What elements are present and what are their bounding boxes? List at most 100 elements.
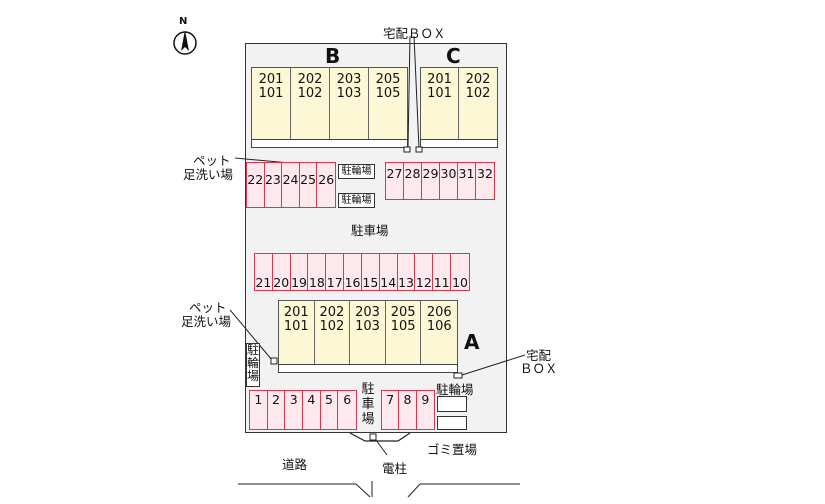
bike-parking-label-right: 駐輪場 <box>436 382 474 397</box>
pet-wash-label-mid-2: 足洗い場 <box>181 314 232 329</box>
parking-space: 16 <box>344 254 362 290</box>
bike-vertical-char-3: 場 <box>247 369 260 383</box>
unit-upper-number: 205 <box>375 72 401 87</box>
parking-space: 21 <box>255 254 273 290</box>
parking-space: 24 <box>282 163 300 207</box>
parking-space: 29 <box>422 163 440 199</box>
parking-space: 32 <box>477 166 493 181</box>
compass-north-label: N <box>179 16 188 27</box>
unit-lower-number: 101 <box>427 86 452 101</box>
bike-parking-tag-2: 駐輪場 <box>338 193 375 208</box>
parking-space: 20 <box>273 254 291 290</box>
delivery-box-label-top: 宅配ＢＯＸ <box>383 26 446 41</box>
parking-space: 3 <box>285 391 304 429</box>
parking-row-1-6: 1 2 3 4 5 6 <box>249 390 357 430</box>
parking-space: 25 <box>300 163 318 207</box>
unit-upper-number: 201 <box>283 305 309 320</box>
unit-lower-number: 102 <box>319 319 345 334</box>
parking-space: 13 <box>398 254 416 290</box>
bike-parking-tag-1: 駐輪場 <box>338 164 375 179</box>
bike-parking-left: 駐 輪 場 <box>246 343 260 387</box>
delivery-box-right-leader <box>453 354 526 379</box>
unit-upper-number: 202 <box>319 305 345 320</box>
parking-space: 31 <box>458 163 476 199</box>
building-label-c: C <box>446 44 461 68</box>
parking-space: 1 <box>250 391 268 429</box>
parking-row-21-10: 21 20 19 18 17 16 15 14 13 12 11 10 <box>254 253 470 291</box>
parking-row-27-32: 27 28 29 30 31 32 <box>385 162 495 200</box>
parking-space: 7 <box>382 391 400 429</box>
parking-space: 26 <box>318 172 335 187</box>
parking-vertical-char-1: 駐 <box>361 382 375 397</box>
pet-wash-label-mid-1: ペット <box>189 300 227 315</box>
parking-space: 22 <box>247 163 265 207</box>
unit-upper-number: 206 <box>426 305 452 320</box>
building-label-b: B <box>325 44 341 68</box>
garbage-box <box>437 416 467 430</box>
parking-space: 17 <box>326 254 345 290</box>
parking-space: 12 <box>415 254 434 290</box>
pet-wash-label-top-1: ペット <box>193 153 231 168</box>
parking-space: 11 <box>433 254 452 290</box>
parking-space: 30 <box>440 163 458 199</box>
parking-space: 14 <box>380 254 398 290</box>
parking-space: 15 <box>362 254 380 290</box>
bike-parking-box-right <box>437 396 467 412</box>
parking-row-22-26: 22 23 24 25 26 <box>246 162 336 208</box>
unit-lower-number: 101 <box>258 86 284 101</box>
unit-lower-number: 103 <box>336 86 362 101</box>
parking-space: 9 <box>421 392 430 407</box>
building-a-steps <box>278 364 458 373</box>
building-c-steps <box>420 139 498 148</box>
parking-space: 27 <box>386 163 404 199</box>
parking-vertical-label: 駐 車 場 <box>360 382 376 427</box>
unit-upper-number: 205 <box>390 305 416 320</box>
parking-space: 10 <box>452 275 468 290</box>
unit-lower-number: 105 <box>390 319 416 334</box>
unit-upper-number: 201 <box>258 72 284 87</box>
garbage-label: ゴミ置場 <box>427 442 478 457</box>
parking-space: 19 <box>291 254 309 290</box>
bike-vertical-char-2: 輪 <box>247 356 260 370</box>
delivery-box-leader-line <box>403 36 423 153</box>
parking-area-label: 駐車場 <box>351 223 389 238</box>
pet-wash-label-top-2: 足洗い場 <box>183 167 234 182</box>
unit-upper-number: 202 <box>465 72 491 87</box>
utility-pole-label: 電柱 <box>382 461 408 476</box>
building-b-steps <box>251 139 408 148</box>
parking-space: 23 <box>265 163 283 207</box>
parking-space: 2 <box>268 391 286 429</box>
unit-upper-number: 202 <box>297 72 323 87</box>
unit-upper-number: 203 <box>336 72 362 87</box>
unit-lower-number: 102 <box>297 86 323 101</box>
parking-space: 4 <box>303 391 321 429</box>
unit-upper-number: 201 <box>427 72 452 87</box>
entrance-and-road-lines <box>238 432 520 498</box>
unit-upper-number: 203 <box>355 305 380 320</box>
bike-vertical-char-1: 駐 <box>247 343 260 357</box>
unit-lower-number: 105 <box>375 86 401 101</box>
unit-lower-number: 103 <box>355 319 380 334</box>
delivery-box-label-right-1: 宅配 <box>526 348 552 363</box>
north-compass-icon: N <box>170 16 200 58</box>
unit-lower-number: 101 <box>283 319 309 334</box>
building-label-a: A <box>464 330 480 354</box>
unit-lower-number: 102 <box>465 86 491 101</box>
parking-space: 6 <box>343 392 352 407</box>
parking-space: 5 <box>321 391 339 429</box>
delivery-box-label-right-2: ＢＯＸ <box>520 361 558 376</box>
